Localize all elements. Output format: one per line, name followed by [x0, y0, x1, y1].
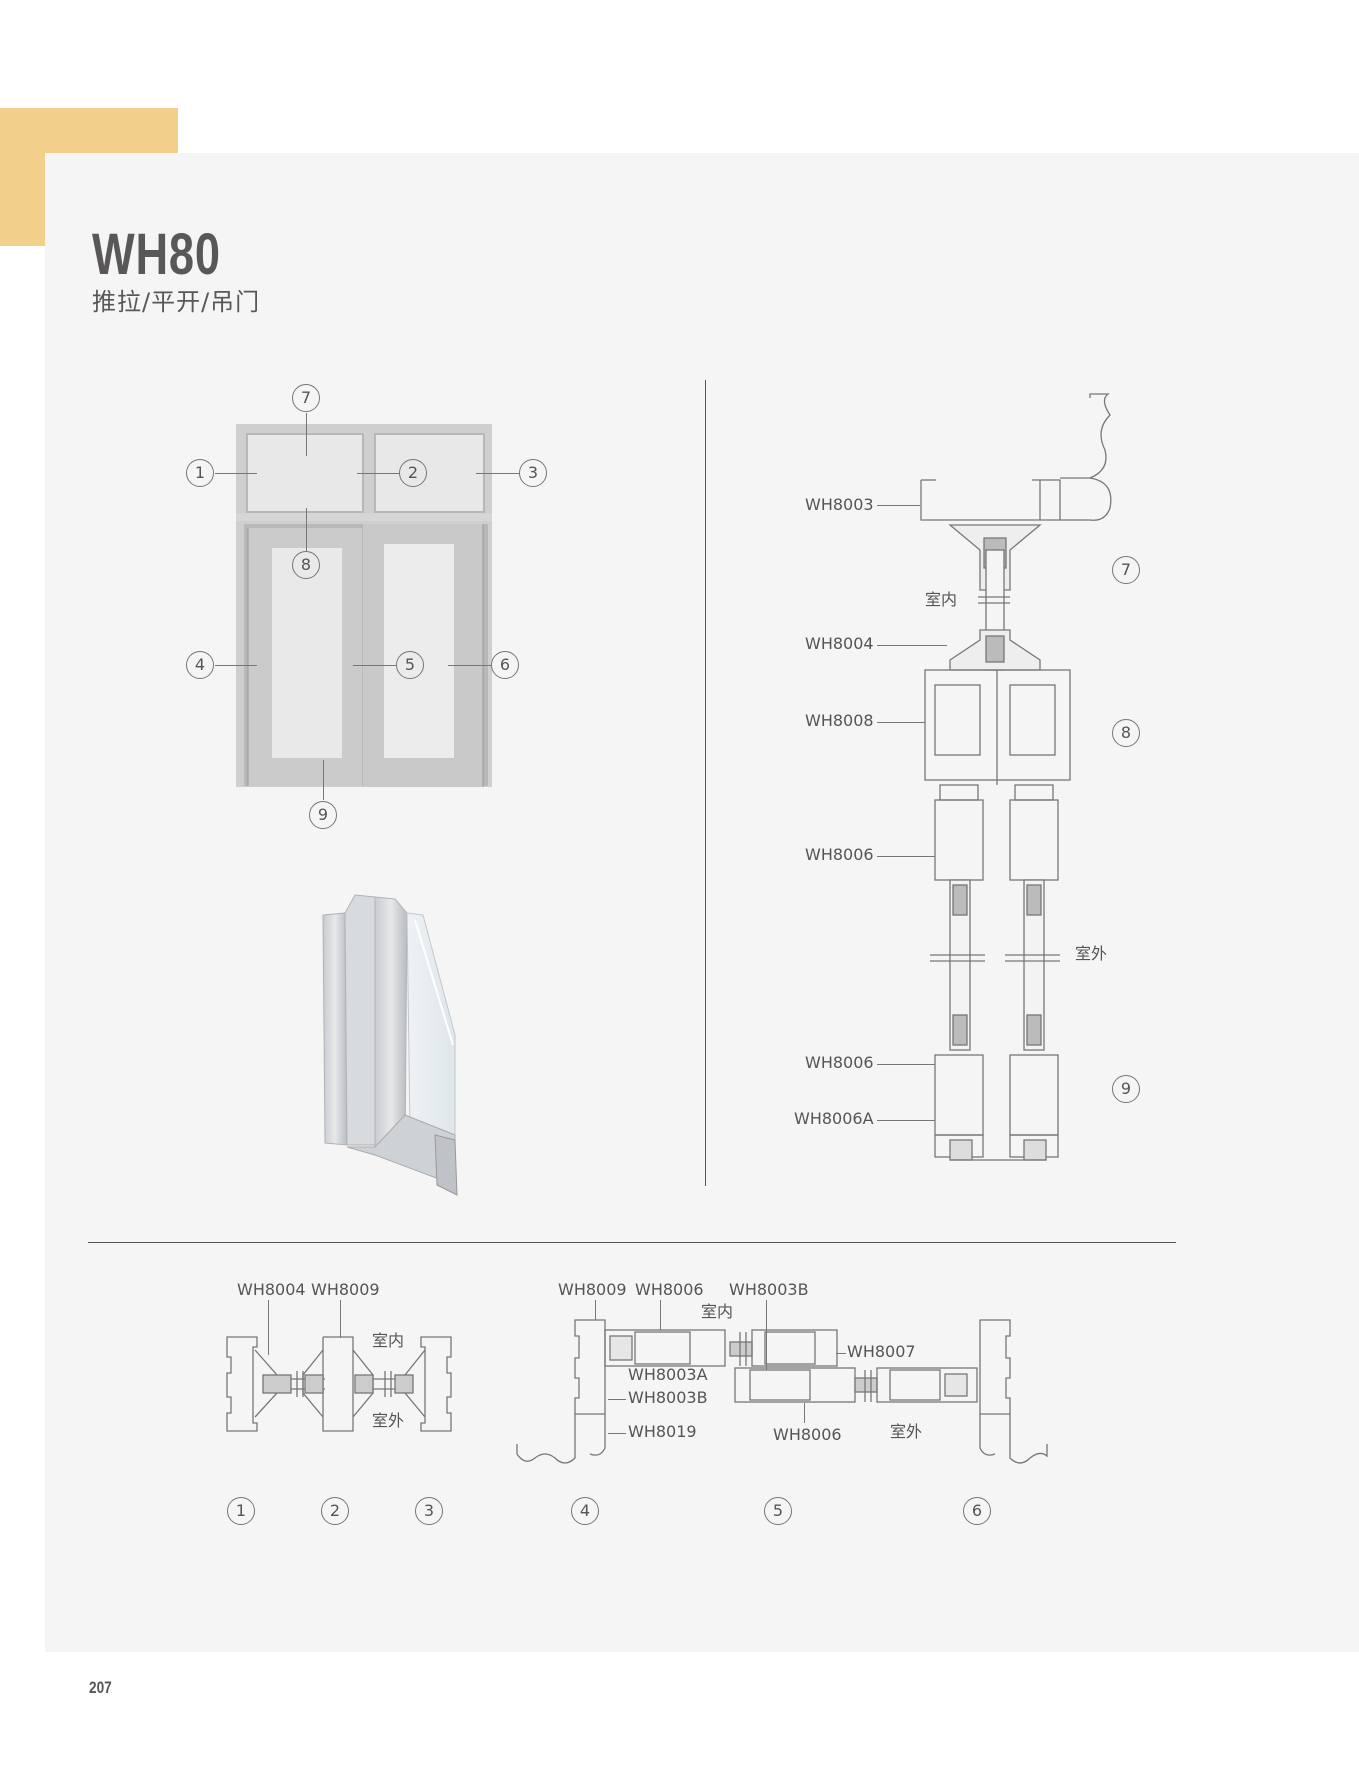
leader-line — [476, 473, 519, 474]
leader-line — [766, 1300, 767, 1370]
label-wh8006-lower: WH8006 — [805, 1053, 874, 1072]
label-wh8003b-side: WH8003B — [628, 1388, 708, 1407]
callout-6: 6 — [963, 1497, 991, 1525]
leader-line — [608, 1399, 626, 1400]
label-indoor: 室内 — [372, 1331, 405, 1350]
leader-line — [877, 1120, 935, 1121]
content-panel — [45, 153, 1359, 1652]
callout-6: 6 — [491, 651, 519, 679]
label-wh8006-upper: WH8006 — [805, 845, 874, 864]
horizontal-divider — [88, 1242, 1176, 1243]
leader-line — [836, 1353, 846, 1354]
leader-line — [877, 722, 925, 723]
leader-line — [306, 508, 307, 551]
label-outdoor: 室外 — [1075, 944, 1108, 963]
leader-line — [595, 1300, 596, 1320]
callout-1: 1 — [227, 1497, 255, 1525]
leader-line — [357, 473, 399, 474]
callout-2: 2 — [399, 459, 427, 487]
profile-sample-image — [322, 894, 458, 1196]
label-wh8006-bottom: WH8006 — [773, 1425, 842, 1444]
door-elevation-drawing — [236, 424, 492, 787]
leader-line — [877, 505, 920, 506]
label-wh8008: WH8008 — [805, 711, 874, 730]
callout-9: 9 — [1112, 1075, 1140, 1103]
leader-line — [323, 760, 324, 800]
label-wh8006-top: WH8006 — [635, 1280, 704, 1299]
callout-9: 9 — [309, 801, 337, 829]
label-wh8006a: WH8006A — [794, 1109, 874, 1128]
leader-line — [608, 1433, 626, 1434]
label-wh8004: WH8004 — [237, 1280, 306, 1299]
label-wh8003a: WH8003A — [628, 1365, 708, 1384]
label-outdoor: 室外 — [372, 1411, 405, 1430]
page-subtitle: 推拉/平开/吊门 — [92, 288, 261, 316]
leader-line — [340, 1300, 341, 1338]
callout-4: 4 — [186, 651, 214, 679]
vertical-section-drawing — [920, 393, 1112, 1161]
leader-line — [268, 1300, 269, 1355]
label-wh8019: WH8019 — [628, 1422, 697, 1441]
label-indoor: 室内 — [925, 590, 958, 609]
leader-line — [215, 473, 257, 474]
leader-line — [877, 1064, 935, 1065]
callout-8: 8 — [1112, 719, 1140, 747]
callout-3: 3 — [415, 1497, 443, 1525]
leader-line — [877, 645, 947, 646]
callout-8: 8 — [292, 551, 320, 579]
label-wh8009: WH8009 — [311, 1280, 380, 1299]
callout-3: 3 — [519, 459, 547, 487]
leader-line — [353, 665, 396, 666]
callout-2: 2 — [321, 1497, 349, 1525]
leader-line — [448, 665, 491, 666]
page-title: WH80 — [92, 222, 221, 287]
page-number: 207 — [89, 1678, 112, 1697]
callout-5: 5 — [764, 1497, 792, 1525]
leader-line — [804, 1403, 805, 1423]
label-indoor: 室内 — [701, 1302, 734, 1321]
vertical-divider — [705, 380, 706, 1186]
horizontal-section-right-drawing — [516, 1319, 1048, 1464]
label-wh8004: WH8004 — [805, 634, 874, 653]
label-outdoor: 室外 — [890, 1422, 923, 1441]
leader-line — [877, 856, 935, 857]
callout-1: 1 — [186, 459, 214, 487]
horizontal-section-left-drawing — [226, 1336, 452, 1432]
callout-7: 7 — [1112, 556, 1140, 584]
leader-line — [215, 665, 257, 666]
leader-line — [306, 413, 307, 456]
label-wh8003: WH8003 — [805, 495, 874, 514]
leader-line — [660, 1300, 661, 1330]
label-wh8007: WH8007 — [847, 1342, 916, 1361]
label-wh8003b-top: WH8003B — [729, 1280, 809, 1299]
callout-5: 5 — [396, 651, 424, 679]
callout-4: 4 — [571, 1497, 599, 1525]
label-wh8009: WH8009 — [558, 1280, 627, 1299]
callout-7: 7 — [292, 384, 320, 412]
